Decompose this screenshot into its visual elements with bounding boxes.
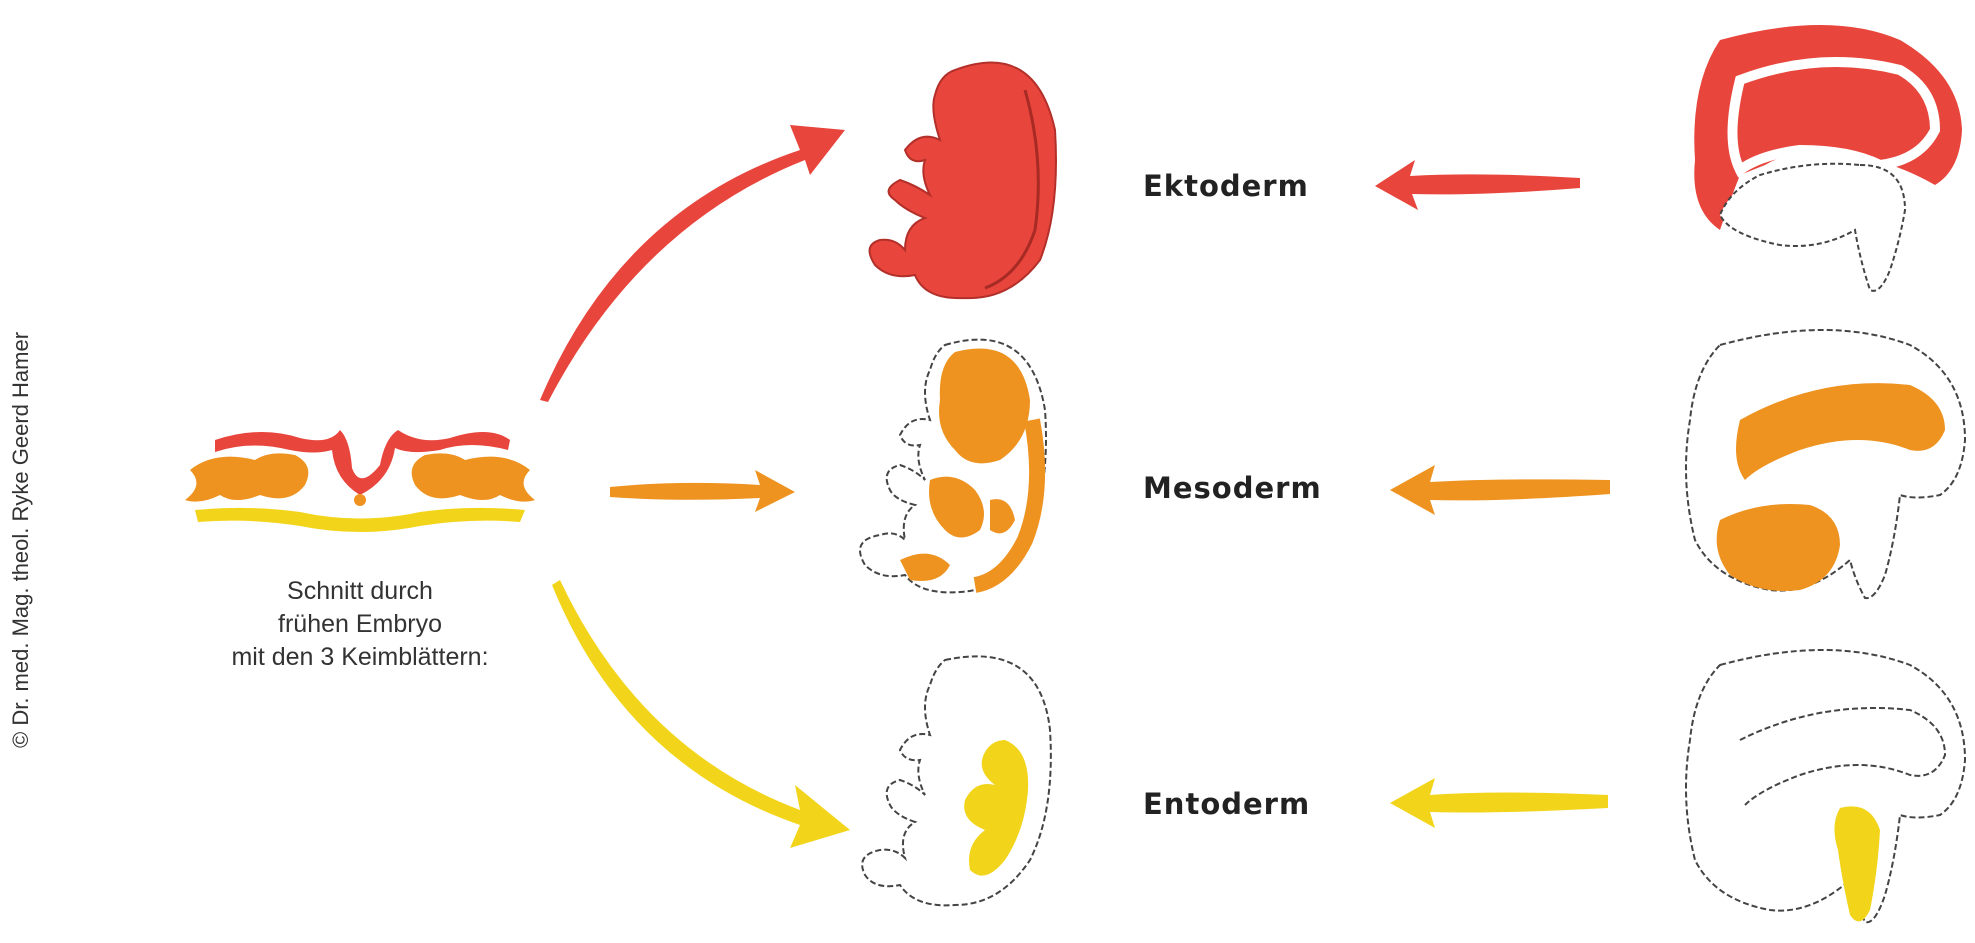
brain-entoderm-outline — [1686, 650, 1965, 922]
brain-ektoderm-stem — [1720, 164, 1905, 291]
brain-ektoderm-inner — [1733, 62, 1936, 170]
cross-section-center-dot — [354, 494, 366, 506]
embryo-entoderm — [862, 656, 1051, 905]
arrow-brain-to-ektoderm — [1375, 160, 1580, 210]
brain-ektoderm — [1694, 25, 1962, 291]
copyright-notice: © Dr. med. Mag. theol. Ryke Geerd Hamer — [8, 188, 34, 748]
label-mesoderm: Mesoderm — [1143, 471, 1322, 505]
embryo-mesoderm — [860, 340, 1046, 593]
cross-section-entoderm — [195, 508, 525, 532]
caption-line-1: Schnitt durch — [210, 575, 510, 608]
arrow-brain-to-mesoderm — [1390, 465, 1610, 515]
embryo-cross-section — [185, 430, 535, 532]
embryo-ektoderm — [870, 63, 1056, 299]
label-ektoderm: Ektoderm — [1143, 169, 1309, 203]
brain-mesoderm — [1686, 330, 1965, 598]
cross-section-mesoderm-left — [185, 453, 308, 501]
caption-line-3: mit den 3 Keimblättern: — [210, 641, 510, 674]
arrow-to-mesoderm-embryo — [610, 470, 795, 512]
brain-entoderm — [1686, 650, 1965, 922]
brain-mesoderm-cerebellum — [1717, 504, 1840, 591]
label-entoderm: Entoderm — [1143, 787, 1310, 821]
arrow-brain-to-entoderm — [1390, 778, 1608, 828]
cross-section-caption: Schnitt durch frühen Embryo mit den 3 Ke… — [210, 575, 510, 674]
arrow-to-ektoderm-embryo — [540, 125, 845, 402]
caption-line-2: frühen Embryo — [210, 608, 510, 641]
cross-section-mesoderm-right — [412, 453, 535, 501]
arrow-to-entoderm-embryo — [552, 580, 850, 848]
